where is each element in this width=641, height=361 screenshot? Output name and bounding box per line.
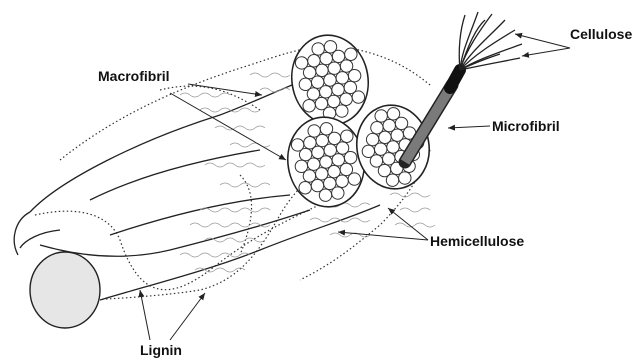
macrofibril-bundle-right	[350, 99, 435, 194]
label-microfibril: Microfibril	[492, 118, 560, 134]
cellulose-strands	[459, 12, 522, 70]
macrofibril-bundle-middle	[281, 111, 371, 213]
label-lignin: Lignin	[140, 342, 182, 358]
label-macrofibril: Macrofibril	[98, 68, 170, 84]
label-cellulose: Cellulose	[570, 26, 632, 42]
fiber-cross-section	[14, 212, 100, 328]
macrofibril-bundles	[281, 29, 436, 213]
macrofibril-bundle-top	[285, 29, 375, 131]
label-hemicellulose: Hemicellulose	[430, 233, 524, 249]
